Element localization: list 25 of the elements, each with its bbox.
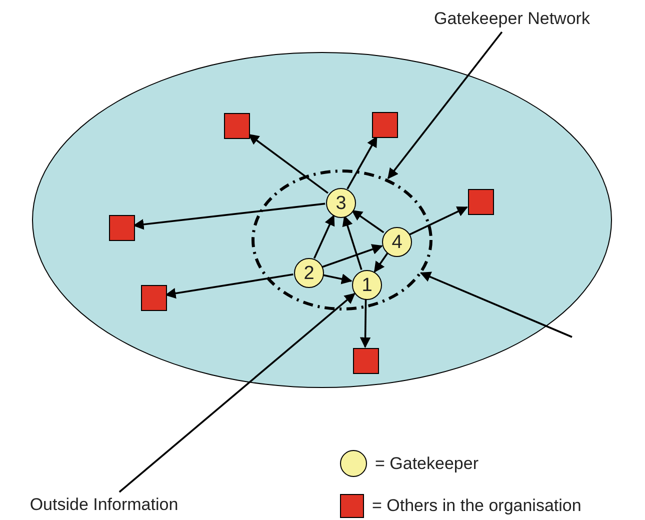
person-square <box>109 215 135 241</box>
arrow <box>351 210 384 234</box>
person-square <box>353 348 379 374</box>
arrow <box>374 252 388 273</box>
person-square <box>224 113 250 139</box>
arrow <box>387 31 503 180</box>
person-square <box>372 112 398 138</box>
arrow <box>409 206 468 236</box>
arrow <box>118 292 356 493</box>
legend-text: = Others in the organisation <box>372 495 582 517</box>
arrow <box>313 214 335 259</box>
arrow <box>420 272 572 338</box>
person-square <box>141 285 167 311</box>
annotation-text: Outside Information <box>30 494 178 516</box>
person-square <box>468 189 494 215</box>
annotation-text: Gatekeeper Network <box>434 8 590 30</box>
legend-text: = Gatekeeper <box>375 452 478 475</box>
arrow <box>342 215 362 270</box>
arrow <box>132 202 326 230</box>
arrow <box>346 136 378 190</box>
arrow <box>360 298 371 348</box>
arrow <box>248 134 328 194</box>
arrow <box>322 274 352 284</box>
arrow <box>164 274 294 299</box>
arrow <box>322 244 383 268</box>
